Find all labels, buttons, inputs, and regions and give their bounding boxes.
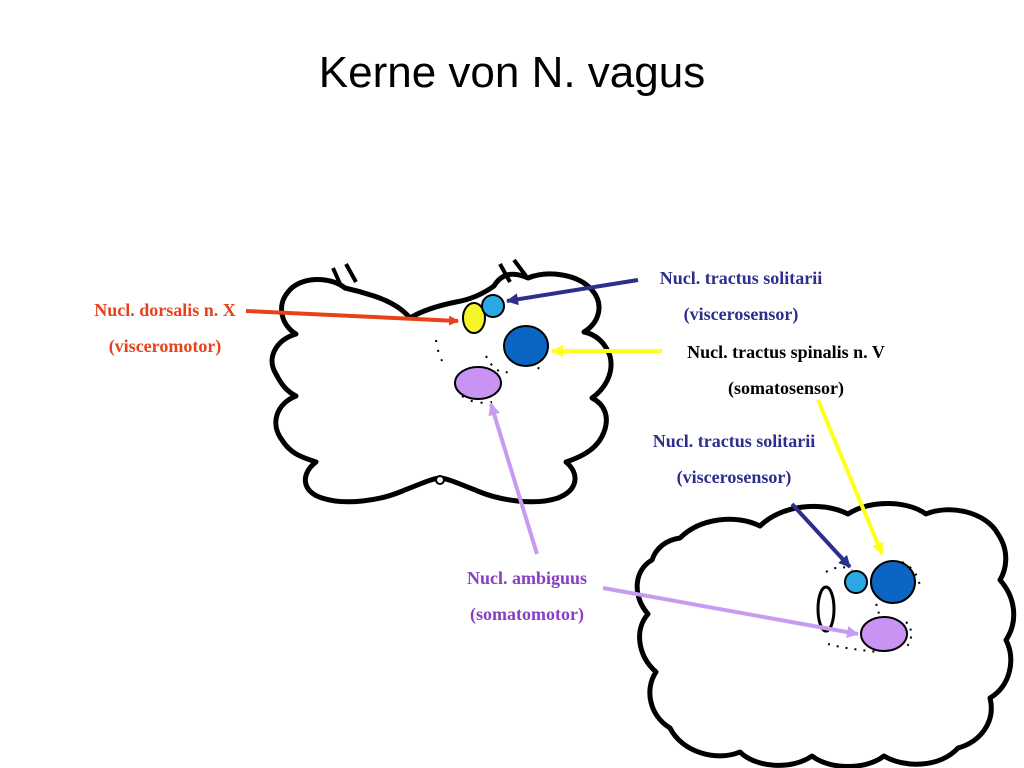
lower-nucl-spinalis-dark-blue: [870, 560, 916, 604]
label-solitarii-top-name: Nucl. tractus solitarii: [659, 268, 823, 288]
label-dorsalis-name: Nucl. dorsalis n. X: [94, 300, 236, 320]
lower-section-outline: [634, 501, 1017, 768]
lower-dotted-border-bottom: [827, 643, 879, 653]
lower-nucl-ambiguus-purple: [860, 616, 908, 652]
arrow-solitarii-bottom: [790, 502, 852, 569]
label-solitarii-bottom-name: Nucl. tractus solitarii: [652, 431, 816, 451]
arrow-ambiguus-upper: [488, 403, 539, 555]
label-solitarii-top-function: (viscerosensor): [683, 304, 799, 324]
arrow-solitarii-top: [506, 278, 639, 306]
lower-dotted-border-top: [825, 566, 853, 573]
upper-medulla-section: [269, 258, 614, 505]
label-solitarii-bottom-function: (viscerosensor): [676, 467, 792, 487]
label-ambiguus-function: (somatomotor): [470, 604, 584, 624]
slide-title: Kerne von N. vagus: [318, 48, 706, 97]
label-spinalis-function: (somatosensor): [728, 378, 844, 398]
upper-nucl-spinalis-dark-blue: [503, 325, 549, 367]
upper-fibre-stubs-left: [331, 263, 358, 287]
upper-dotted-border-left: [435, 339, 447, 367]
upper-nucl-solitarii-light-blue: [481, 294, 505, 318]
upper-nucl-ambiguus-purple: [454, 366, 502, 400]
lower-dotted-border-middle: [875, 603, 881, 621]
upper-midline-notch: [435, 475, 445, 485]
label-dorsalis-function: (visceromotor): [108, 336, 222, 356]
label-ambiguus-name: Nucl. ambiguus: [466, 568, 588, 588]
upper-fibre-stubs-right: [498, 258, 528, 283]
lower-dotted-border-right: [901, 561, 921, 591]
lower-nucl-solitarii-light-blue: [844, 570, 868, 594]
arrow-ambiguus-lower: [602, 586, 859, 638]
lower-vertical-oval: [816, 585, 836, 633]
upper-section-outline: [269, 271, 614, 505]
arrow-dorsalis: [245, 309, 459, 326]
upper-dotted-border-center: [485, 355, 509, 374]
lower-medulla-section: [634, 501, 1017, 768]
label-spinalis-name: Nucl. tractus spinalis n. V: [687, 342, 885, 362]
arrow-spinalis-lower: [816, 399, 884, 555]
upper-nucl-dorsalis-yellow: [462, 302, 486, 334]
